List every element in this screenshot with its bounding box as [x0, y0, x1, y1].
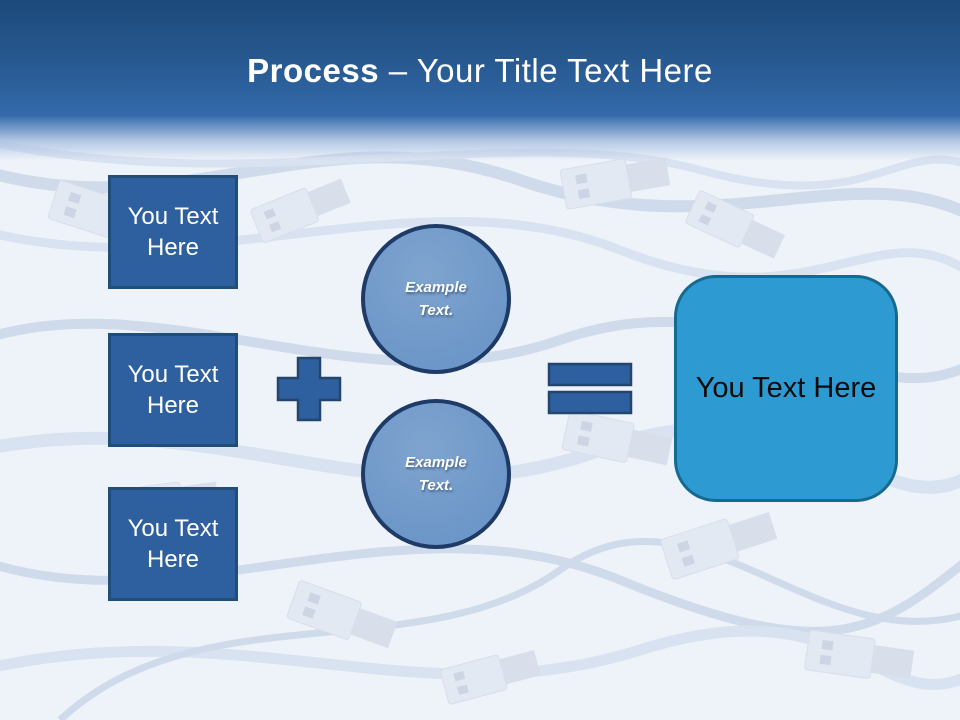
input-box-1[interactable]: You Text Here	[108, 175, 238, 289]
example-circle-1[interactable]: Example Text.	[361, 224, 511, 374]
slide-title: Process – Your Title Text Here	[0, 52, 960, 90]
result-box-label: You Text Here	[695, 372, 877, 404]
input-box-3-label: You Text Here	[127, 514, 219, 573]
slide-title-emphasis: Process	[247, 52, 380, 89]
result-box[interactable]: You Text Here	[674, 275, 898, 502]
input-box-1-label: You Text Here	[127, 202, 219, 261]
input-box-2-label: You Text Here	[127, 360, 219, 419]
example-circle-1-label: Example Text.	[405, 278, 467, 319]
header-band	[0, 0, 960, 160]
input-box-2[interactable]: You Text Here	[108, 333, 238, 447]
slide-title-rest: – Your Title Text Here	[379, 52, 713, 89]
example-circle-2[interactable]: Example Text.	[361, 399, 511, 549]
example-circle-2-label: Example Text.	[405, 453, 467, 494]
plus-icon	[276, 356, 342, 422]
equals-icon	[547, 362, 633, 415]
input-box-3[interactable]: You Text Here	[108, 487, 238, 601]
